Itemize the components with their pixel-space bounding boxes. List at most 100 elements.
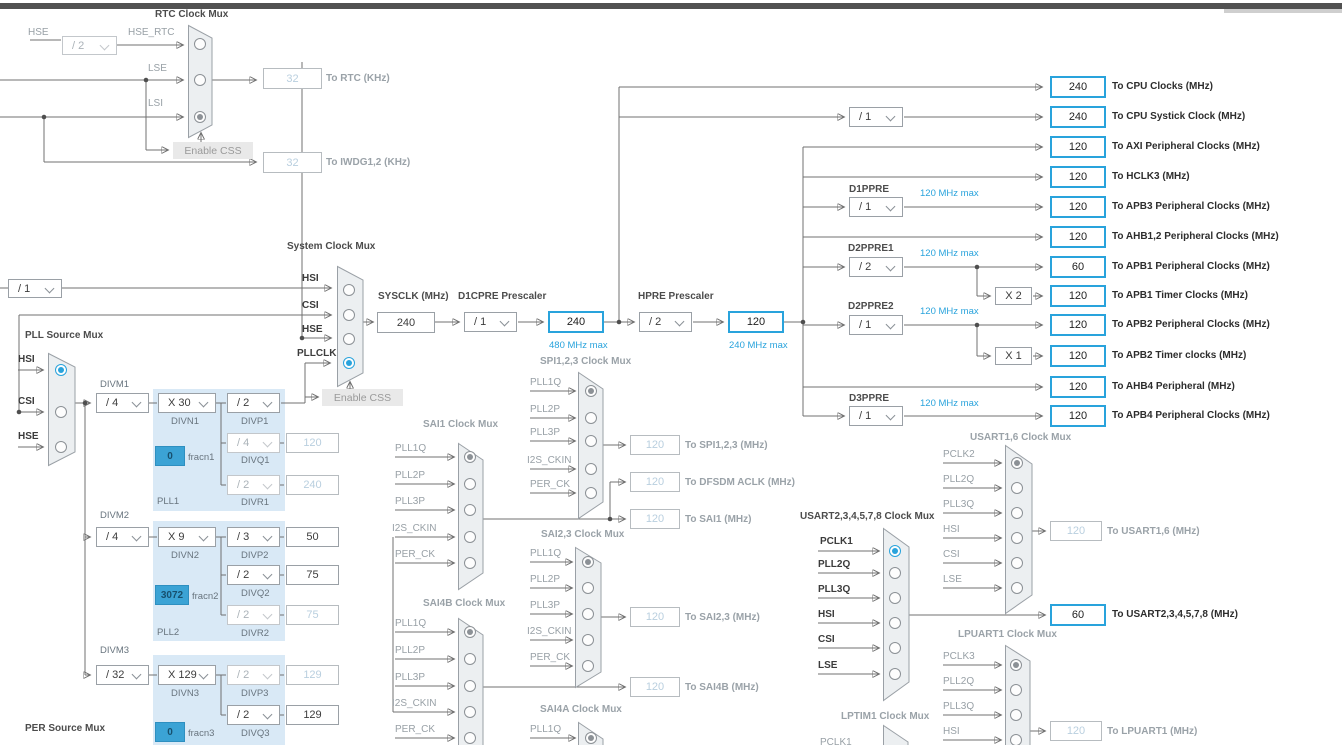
usart16-radio-pll2q[interactable] xyxy=(1011,482,1023,494)
sysmux-radio-hsi[interactable] xyxy=(343,284,355,296)
pllsrc-input-hse: HSE xyxy=(18,431,39,442)
sai4b-radio-pll1q[interactable] xyxy=(464,626,476,638)
systick-clock-box[interactable]: 240 xyxy=(1050,106,1106,128)
apb2-timer-box[interactable]: 120 xyxy=(1050,345,1106,367)
usart16-radio-csi[interactable] xyxy=(1011,557,1023,569)
divn1-dropdown[interactable]: X 30 xyxy=(158,393,216,413)
lpuart1-radio-pclk3[interactable] xyxy=(1010,659,1022,671)
sai4b-radio-per-ck[interactable] xyxy=(464,732,476,744)
sai4b-radio-pll3p[interactable] xyxy=(464,680,476,692)
divr1-dropdown[interactable]: / 2 xyxy=(227,475,280,495)
usart2-radio-pll3q[interactable] xyxy=(889,592,901,604)
usart16-radio-pll3q[interactable] xyxy=(1011,507,1023,519)
sysclk-value-box[interactable]: 240 xyxy=(377,312,435,333)
systick-divider-dropdown[interactable]: / 1 xyxy=(849,107,903,127)
usart2-radio-lse[interactable] xyxy=(889,668,901,680)
system-enable-css-button[interactable]: Enable CSS xyxy=(322,389,403,406)
apb3-clocks-box[interactable]: 120 xyxy=(1050,196,1106,218)
apb2-clocks-box[interactable]: 120 xyxy=(1050,314,1106,336)
hpre-dropdown[interactable]: / 2 xyxy=(639,312,692,332)
divp2-dropdown[interactable]: / 3 xyxy=(227,527,280,547)
sysmux-radio-csi[interactable] xyxy=(343,309,355,321)
divr2-dropdown[interactable]: / 2 xyxy=(227,605,280,625)
usart2-out-box[interactable]: 60 xyxy=(1050,604,1106,626)
sai1-radio-pll3p[interactable] xyxy=(464,504,476,516)
divm2-dropdown[interactable]: / 4 xyxy=(96,527,149,547)
rtc-mux-radio-hse-rtc[interactable] xyxy=(194,38,206,50)
hpre-out-box[interactable]: 120 xyxy=(728,311,784,333)
cpu-clocks-box[interactable]: 240 xyxy=(1050,76,1106,98)
divp2-out-box[interactable]: 50 xyxy=(286,527,339,547)
divq3-out-box[interactable]: 129 xyxy=(286,705,339,725)
sysmux-radio-hse[interactable] xyxy=(343,333,355,345)
divm3-dropdown[interactable]: / 32 xyxy=(96,665,149,685)
divp3-dropdown[interactable]: / 2 xyxy=(227,665,280,685)
fracn2-input[interactable]: 3072 xyxy=(155,585,189,605)
sai23-radio-pll3p[interactable] xyxy=(582,608,594,620)
rtc-hse-divider-dropdown[interactable]: / 2 xyxy=(62,36,117,55)
ahb12-clocks-box[interactable]: 120 xyxy=(1050,226,1106,248)
axi-clocks-box[interactable]: 120 xyxy=(1050,136,1106,158)
lpuart1-radio-pll2q[interactable] xyxy=(1010,684,1022,696)
divq3-dropdown[interactable]: / 2 xyxy=(227,705,280,725)
divq2-out-box[interactable]: 75 xyxy=(286,565,339,585)
divq2-dropdown[interactable]: / 2 xyxy=(227,565,280,585)
hclk3-box[interactable]: 120 xyxy=(1050,166,1106,188)
d2ppre2-dropdown[interactable]: / 1 xyxy=(849,315,903,335)
d1cpre-dropdown[interactable]: / 1 xyxy=(464,312,517,332)
pllsrc-radio-hsi[interactable] xyxy=(55,364,67,376)
pllsrc-radio-csi[interactable] xyxy=(55,406,67,418)
lpuart1-radio-pll3q[interactable] xyxy=(1010,709,1022,721)
sai4a-radio-pll1q[interactable] xyxy=(585,732,597,744)
usart2-radio-csi[interactable] xyxy=(889,642,901,654)
d3ppre-dropdown[interactable]: / 1 xyxy=(849,406,903,426)
divm1-dropdown[interactable]: / 4 xyxy=(96,393,149,413)
rtc-enable-css-button[interactable]: Enable CSS xyxy=(173,142,253,159)
fracn3-input[interactable]: 0 xyxy=(155,722,185,742)
sai23-radio-pll1q[interactable] xyxy=(582,556,594,568)
sysmux-radio-pllclk[interactable] xyxy=(343,357,355,369)
apb1-timer-box[interactable]: 120 xyxy=(1050,285,1106,307)
sai23-radio-per-ck[interactable] xyxy=(582,660,594,672)
usart2-radio-pclk1[interactable] xyxy=(889,545,901,557)
apb4-clocks-box[interactable]: 120 xyxy=(1050,405,1106,427)
sai23-radio-i2s-ckin[interactable] xyxy=(582,634,594,646)
usart2-radio-hsi[interactable] xyxy=(889,617,901,629)
fracn1-input[interactable]: 0 xyxy=(155,446,185,466)
sai1-radio-per-ck[interactable] xyxy=(464,557,476,569)
ahb4-clocks-box[interactable]: 120 xyxy=(1050,376,1106,398)
d1ppre-dropdown[interactable]: / 1 xyxy=(849,197,903,217)
usart16-out-box: 120 xyxy=(1050,521,1102,541)
sai4b-radio-pll2p[interactable] xyxy=(464,653,476,665)
spi-radio-pll1q[interactable] xyxy=(585,385,597,397)
sai1-radio-pll1q[interactable] xyxy=(464,451,476,463)
lpuart1-radio-hsi[interactable] xyxy=(1010,734,1022,745)
spi-radio-pll2p[interactable] xyxy=(585,412,597,424)
sai1-input-pll2p: PLL2P xyxy=(395,470,426,481)
divq1-dropdown[interactable]: / 4 xyxy=(227,433,280,453)
divn2-dropdown[interactable]: X 9 xyxy=(158,527,216,547)
sai4b-radio-i2s-ckin[interactable] xyxy=(464,706,476,718)
sai4b-input-pll3p: PLL3P xyxy=(395,672,426,683)
usart2-radio-pll2q[interactable] xyxy=(889,567,901,579)
sai1-radio-pll2p[interactable] xyxy=(464,478,476,490)
lpuart1-input-hsi: HSI xyxy=(943,726,960,737)
apb1-clocks-box[interactable]: 60 xyxy=(1050,256,1106,278)
spi-input-pll1q: PLL1Q xyxy=(530,377,562,388)
sai1-radio-i2s-ckin[interactable] xyxy=(464,531,476,543)
usart16-radio-lse[interactable] xyxy=(1011,582,1023,594)
usart16-radio-pclk2[interactable] xyxy=(1011,457,1023,469)
sai23-radio-pll2p[interactable] xyxy=(582,582,594,594)
usart16-radio-hsi[interactable] xyxy=(1011,532,1023,544)
spi-radio-per-ck[interactable] xyxy=(585,487,597,499)
divn3-dropdown[interactable]: X 129 xyxy=(158,665,216,685)
spi-radio-i2s-ckin[interactable] xyxy=(585,463,597,475)
spi-radio-pll3p[interactable] xyxy=(585,435,597,447)
d2ppre1-dropdown[interactable]: / 2 xyxy=(849,257,903,277)
rtc-mux-radio-lsi[interactable] xyxy=(194,111,206,123)
hsi-divider-dropdown[interactable]: / 1 xyxy=(8,279,62,298)
divp1-dropdown[interactable]: / 2 xyxy=(227,393,280,413)
d1cpre-out-box[interactable]: 240 xyxy=(548,311,604,333)
rtc-mux-radio-lse[interactable] xyxy=(194,74,206,86)
pllsrc-radio-hse[interactable] xyxy=(55,441,67,453)
